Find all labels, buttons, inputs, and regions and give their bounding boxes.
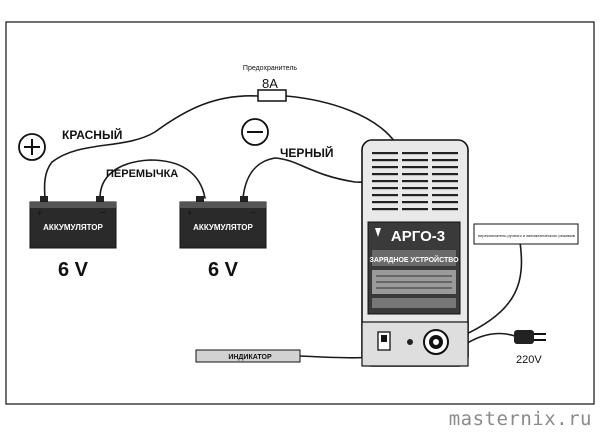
mains-plug-icon bbox=[514, 330, 546, 344]
indicator-label: ИНДИКАТОР bbox=[228, 354, 272, 361]
charger-label-panel bbox=[367, 221, 461, 315]
vent-slot bbox=[402, 194, 428, 197]
vent-slot bbox=[432, 173, 458, 176]
fuse bbox=[257, 89, 287, 102]
vent-slot bbox=[432, 201, 458, 204]
indicator-probe bbox=[195, 349, 301, 363]
charger-subtitle: ЗАРЯДНОЕ УСТРОЙСТВО bbox=[369, 255, 459, 264]
svg-text:+: + bbox=[187, 208, 192, 218]
jumper-wire bbox=[99, 159, 206, 199]
plus-icon bbox=[18, 133, 46, 161]
indicator-lamp bbox=[407, 339, 413, 345]
mode-switch-note: переключатель ручного и автоматического … bbox=[478, 233, 575, 238]
vent-slot bbox=[372, 152, 398, 155]
vent-slot bbox=[402, 152, 428, 155]
vent-slot bbox=[372, 180, 398, 183]
vent-slot bbox=[372, 208, 398, 211]
vent-slot bbox=[402, 180, 428, 183]
battery-left-voltage: 6 V bbox=[58, 259, 89, 281]
charger-model: АРГО-3 bbox=[391, 228, 445, 245]
minus-icon bbox=[241, 118, 269, 146]
vent-slot bbox=[432, 166, 458, 169]
wire-black-to-charger bbox=[242, 157, 379, 199]
vent-slot bbox=[402, 166, 428, 169]
mains-voltage-label: 220V bbox=[516, 354, 542, 366]
vent-slot bbox=[372, 187, 398, 190]
svg-text:−: − bbox=[250, 208, 256, 219]
vent-slot bbox=[372, 194, 398, 197]
battery-right: + − bbox=[179, 196, 267, 249]
charger-vent-grille bbox=[372, 152, 458, 211]
battery-right-name: АККУМУЛЯТОР bbox=[193, 223, 253, 232]
vent-slot bbox=[402, 201, 428, 204]
wire-to-switch-note bbox=[461, 241, 523, 337]
vent-slot bbox=[432, 187, 458, 190]
vent-slot bbox=[432, 194, 458, 197]
svg-text:+: + bbox=[37, 208, 42, 218]
battery-left-name: АККУМУЛЯТОР bbox=[43, 223, 103, 232]
vent-slot bbox=[432, 159, 458, 162]
battery-right-voltage: 6 V bbox=[208, 259, 239, 281]
svg-text:−: − bbox=[100, 208, 106, 219]
vent-slot bbox=[402, 159, 428, 162]
vent-slot bbox=[402, 208, 428, 211]
fuse-rating: 8А bbox=[262, 76, 278, 91]
current-control-knob[interactable] bbox=[423, 329, 449, 355]
watermark: masternix.ru bbox=[448, 408, 592, 430]
vent-slot bbox=[402, 187, 428, 190]
vent-slot bbox=[432, 180, 458, 183]
wire-red-to-fuse bbox=[43, 95, 259, 199]
battery-left: + − bbox=[29, 196, 117, 249]
black-wire-label: ЧЕРНЫЙ bbox=[280, 145, 333, 160]
jumper-label: ПЕРЕМЫЧКА bbox=[106, 168, 178, 180]
vent-slot bbox=[372, 201, 398, 204]
fuse-caption: Предохранитель bbox=[243, 65, 297, 72]
vent-slot bbox=[372, 173, 398, 176]
vent-slot bbox=[432, 152, 458, 155]
power-switch[interactable] bbox=[377, 331, 391, 351]
red-wire-label: КРАСНЫЙ bbox=[62, 127, 122, 142]
vent-slot bbox=[432, 208, 458, 211]
diagram-frame bbox=[5, 21, 595, 405]
wire-fuse-to-charger bbox=[285, 95, 396, 143]
vent-slot bbox=[402, 173, 428, 176]
charger-logo-icon bbox=[375, 228, 381, 237]
vent-slot bbox=[372, 166, 398, 169]
vent-slot bbox=[372, 159, 398, 162]
mode-switch-note-box bbox=[473, 223, 579, 245]
